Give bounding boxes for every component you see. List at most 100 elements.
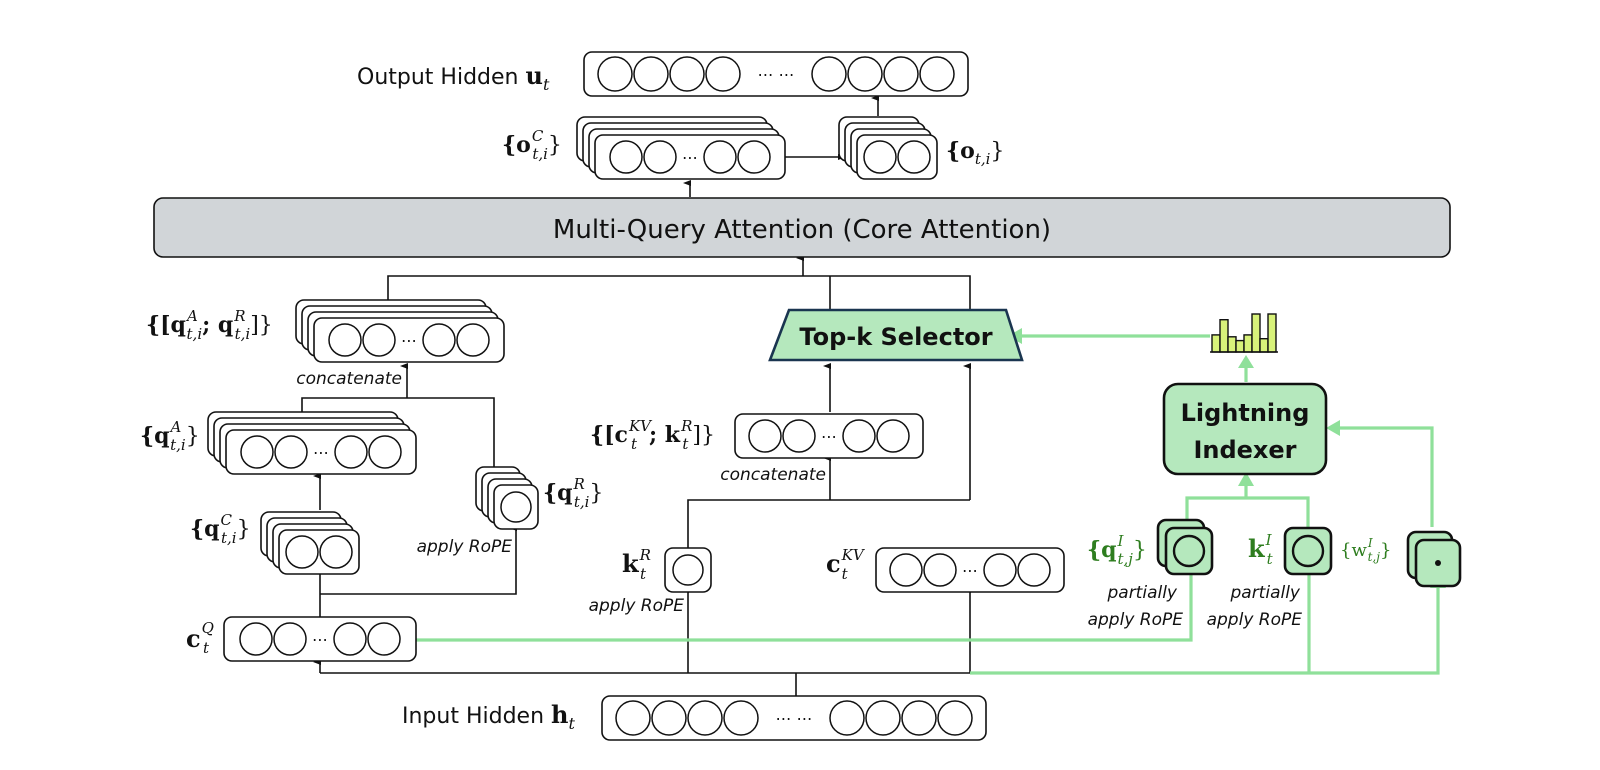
cq-vector-box: [223, 616, 417, 662]
neuron-circle: [456, 323, 490, 357]
qa-stack-box: [225, 429, 417, 475]
neuron-circle: [889, 553, 923, 587]
neuron-circle: [723, 700, 759, 736]
q-concat-bus: [301, 397, 495, 475]
oti-label: {ot,i}: [946, 138, 1004, 168]
lightning-indexer-label-2: Indexer: [1193, 436, 1296, 464]
neuron-circle: [897, 140, 931, 174]
oc-stack-box: [594, 134, 786, 180]
q-concat-stack: ⋯: [295, 299, 505, 363]
qr-apply-rope-label: apply RoPE: [417, 537, 513, 557]
arrow-cq-to-qr: [320, 525, 517, 595]
input-hidden-vector-box: [601, 695, 987, 741]
neuron-circle: [273, 622, 307, 656]
neuron-circle: [367, 622, 401, 656]
core-attention-box: [153, 197, 1451, 258]
wi-stack: [1406, 530, 1462, 588]
histogram-bar: [1235, 339, 1245, 353]
neuron-circle: [748, 419, 782, 453]
q-concat-stack-box: [313, 317, 505, 363]
neuron-circle: [703, 140, 737, 174]
cq-vector: ⋯: [223, 616, 417, 662]
histogram-bar: [1211, 334, 1221, 353]
output-hidden-label: Output Hidden ut: [357, 61, 550, 94]
neuron-circle: [422, 323, 456, 357]
ellipsis-glyph: ⋯: [312, 630, 328, 649]
kv-concat-vector: ⋯: [734, 413, 924, 459]
histogram-bar: [1267, 313, 1277, 353]
neuron-circle: [633, 56, 669, 92]
qc-stack: [260, 511, 360, 575]
neuron-circle: [285, 535, 319, 569]
qa-stack: ⋯: [207, 411, 417, 475]
kv-concatenate-label: concatenate: [720, 465, 826, 485]
green-qk-bus: [1185, 496, 1310, 527]
green-input-to-wi: [970, 588, 1440, 675]
neuron-circle: [672, 554, 704, 586]
neuron-circle: [615, 700, 651, 736]
neuron-circle: [847, 56, 883, 92]
neuron-circle: [865, 700, 901, 736]
kr-vector-box: [664, 547, 712, 593]
neuron-circle: [842, 419, 876, 453]
neuron-circle: [319, 535, 353, 569]
neuron-circle: [923, 553, 957, 587]
neuron-circle: [669, 56, 705, 92]
ki-partially-label: partially: [1229, 583, 1300, 603]
kv-concat-bus: [687, 499, 970, 548]
ki-vector: [1283, 526, 1333, 576]
ki-vector-box: [1283, 526, 1333, 576]
core-attention-label: Multi-Query Attention (Core Attention): [553, 215, 1051, 245]
neuron-circle: [239, 622, 273, 656]
histogram-bar: [1219, 319, 1229, 353]
indexer-connectors: [416, 334, 1440, 675]
neuron-circle: [333, 622, 367, 656]
lightning-indexer: Lightning Indexer: [1162, 382, 1328, 476]
neuron-circle: [937, 700, 973, 736]
neuron-circle: [919, 56, 955, 92]
neuron-circle: [705, 56, 741, 92]
ellipsis-glyph: ⋯ ⋯: [757, 65, 794, 84]
neuron-circle: [687, 700, 723, 736]
core-input-bus: [387, 275, 971, 338]
neuron-circle: [829, 700, 865, 736]
histogram-bar: [1243, 334, 1253, 353]
qi-partially-label: partially: [1106, 583, 1177, 603]
neuron-circle: [811, 56, 847, 92]
neuron-circle: [1172, 534, 1206, 568]
input-hidden-vector: ⋯ ⋯: [601, 695, 987, 741]
qi-apply-rope-label: apply RoPE: [1088, 610, 1184, 630]
neuron-circle: [876, 419, 910, 453]
green-wi-to-indexer: [1340, 426, 1434, 527]
neuron-circle: [1017, 553, 1051, 587]
ki-apply-rope-label: apply RoPE: [1207, 610, 1303, 630]
neuron-circle: [328, 323, 362, 357]
nodes: ⋯ ⋯ ⋯ ⋯ ⋯ ⋯ ⋯ ⋯ ⋯ ⋯: [207, 51, 1462, 741]
ckv-vector: ⋯: [875, 547, 1065, 593]
kv-concat-vector-box: [734, 413, 924, 459]
topk-selector-label: Top-k Selector: [799, 323, 992, 351]
neuron-circle: [863, 140, 897, 174]
topk-selector: Top-k Selector: [768, 308, 1024, 362]
ellipsis-glyph: ⋯: [962, 561, 978, 580]
neuron-circle: [782, 419, 816, 453]
neuron-circle: [500, 491, 532, 523]
qr-stack: [475, 466, 539, 530]
histogram-bar: [1227, 336, 1237, 353]
ellipsis-glyph: ⋯: [313, 443, 329, 462]
kr-apply-rope-label: apply RoPE: [589, 596, 685, 616]
oc-stack: ⋯: [576, 116, 786, 180]
neuron-circle: [883, 56, 919, 92]
index-score-histogram-icon: [1210, 313, 1278, 353]
ellipsis-glyph: ⋯: [401, 331, 417, 350]
output-hidden-vector-box: [583, 51, 969, 97]
